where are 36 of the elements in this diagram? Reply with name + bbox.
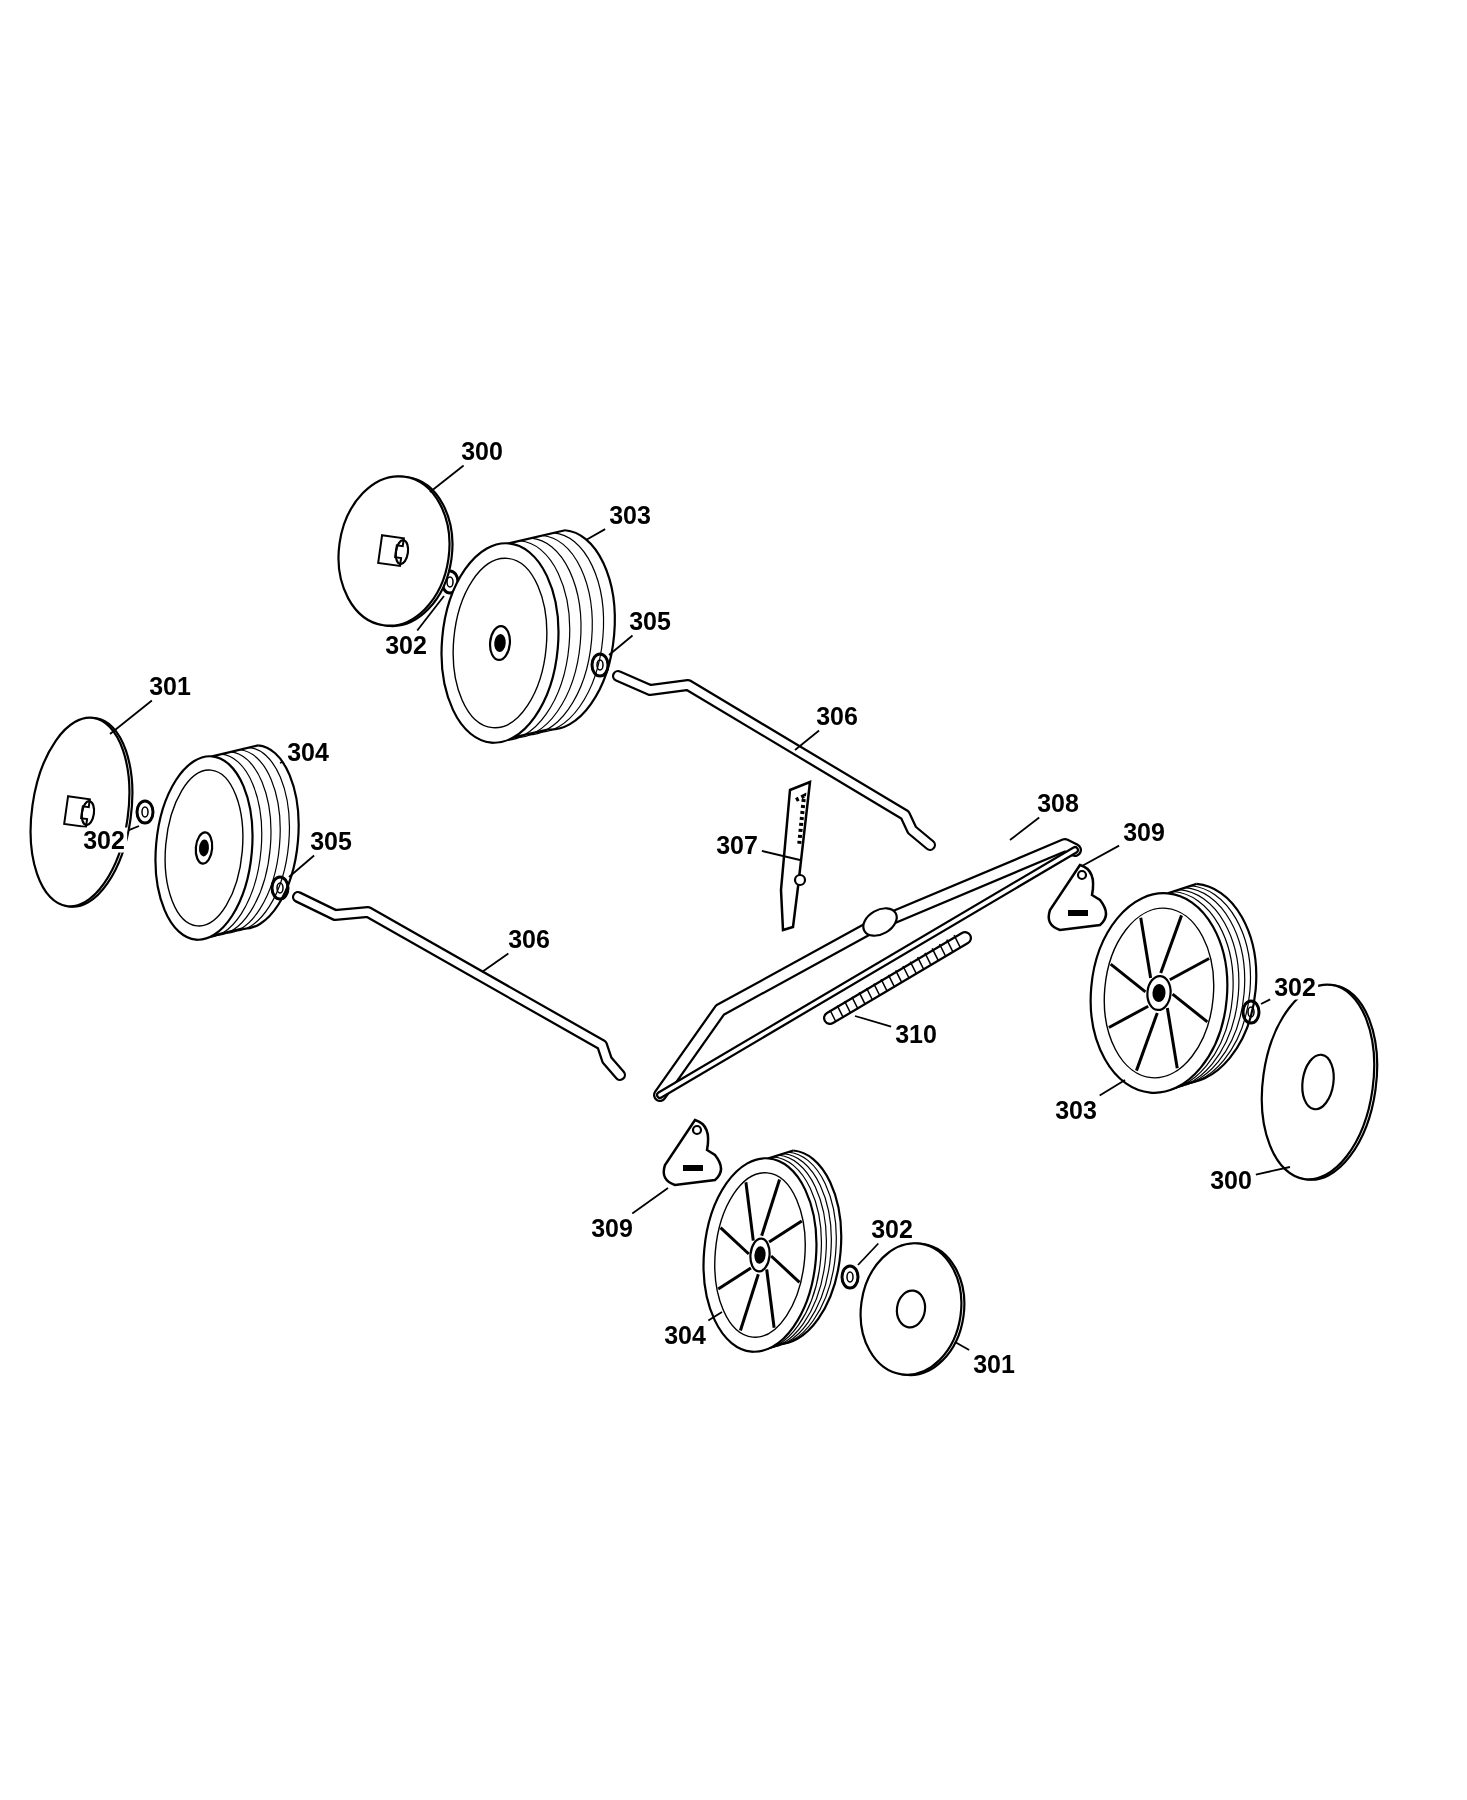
- leader-line: [954, 1341, 971, 1351]
- leader-line: [608, 634, 634, 656]
- adjuster-lever: [779, 780, 812, 932]
- leader-line: [1260, 998, 1272, 1005]
- hub-cap-disc: [337, 475, 454, 628]
- leader-line: [416, 595, 445, 632]
- height-adjuster-bar: [653, 838, 1082, 1102]
- leader-line: [1254, 1166, 1291, 1176]
- leader-line: [1081, 844, 1121, 867]
- wheel-bracket: [1047, 863, 1108, 932]
- leader-line: [429, 464, 465, 493]
- washer: [270, 875, 290, 901]
- leader-line: [109, 699, 153, 735]
- hub-cap-disc: [29, 716, 134, 908]
- washer: [135, 799, 155, 825]
- leader-line: [279, 760, 285, 764]
- leader-line: [854, 1015, 893, 1028]
- leader-line: [794, 729, 820, 751]
- leader-line: [1098, 1079, 1126, 1097]
- leader-line: [585, 528, 607, 541]
- axle-rod: [292, 891, 626, 1081]
- washer: [1241, 999, 1261, 1025]
- leader-line: [1009, 816, 1041, 841]
- hub-cap-disc: [859, 1242, 966, 1377]
- washer: [840, 1264, 860, 1290]
- wheel-bracket: [662, 1118, 723, 1187]
- leader-line: [760, 850, 801, 861]
- leader-line: [857, 1242, 880, 1266]
- leader-line: [481, 952, 510, 973]
- leader-line: [288, 854, 315, 878]
- leader-line: [127, 825, 140, 831]
- leader-line: [631, 1187, 669, 1215]
- wheel: [1089, 882, 1258, 1094]
- washer: [590, 652, 610, 678]
- wheel: [440, 529, 616, 744]
- leader-line: [707, 1311, 723, 1322]
